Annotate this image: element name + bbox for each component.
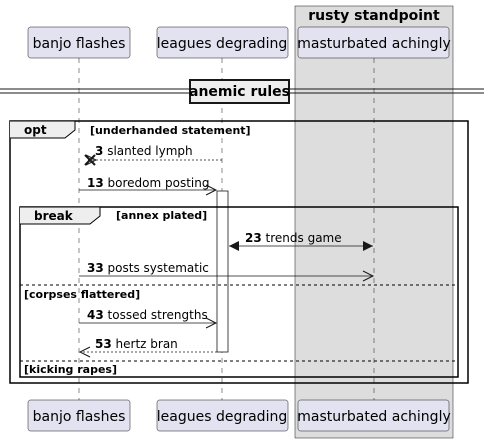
participant-leagues-degrading-top[interactable]: leagues degrading [156, 26, 289, 59]
message-text: boredom posting [108, 176, 210, 190]
participant-banjo-flashes-bottom[interactable]: banjo flashes [27, 399, 131, 432]
svg-text:3 slanted lymph: 3 slanted lymph [95, 144, 193, 158]
participant-label: masturbated achingly [297, 36, 451, 52]
svg-text:53 hertz bran: 53 hertz bran [95, 337, 178, 351]
message-number: 43 [87, 308, 104, 322]
svg-text:43 tossed strengths: 43 tossed strengths [87, 308, 208, 322]
divider: anemic rules [0, 79, 484, 104]
participant-label: masturbated achingly [297, 409, 451, 425]
divider-label: anemic rules [189, 84, 290, 100]
svg-text:13 boredom posting: 13 boredom posting [87, 176, 209, 190]
opt-fragment: opt [underhanded statement] [9, 120, 469, 384]
else-condition-2: [kicking rapes] [24, 363, 117, 376]
break-condition: [annex plated] [116, 209, 207, 222]
activation-bar [216, 190, 229, 353]
opt-condition: [underhanded statement] [90, 124, 251, 137]
opt-keyword: opt [24, 123, 47, 137]
participant-leagues-degrading-bottom[interactable]: leagues degrading [156, 399, 289, 432]
message-53[interactable]: 53 hertz bran [78, 337, 217, 358]
participant-masturbated-achingly-bottom[interactable]: masturbated achingly [297, 399, 451, 432]
svg-text:23 trends game: 23 trends game [245, 231, 342, 245]
message-number: 13 [87, 176, 104, 190]
participant-label: banjo flashes [33, 36, 126, 52]
message-number: 3 [95, 144, 103, 158]
else-condition-1: [corpses flattered] [24, 288, 140, 301]
message-text: slanted lymph [107, 144, 192, 158]
message-text: posts systematic [108, 261, 209, 275]
participant-label: leagues degrading [157, 409, 287, 425]
message-number: 23 [245, 231, 262, 245]
message-13[interactable]: 13 boredom posting [79, 176, 218, 196]
message-number: 33 [87, 261, 104, 275]
participant-label: banjo flashes [33, 409, 126, 425]
message-text: hertz bran [116, 337, 178, 351]
message-text: trends game [266, 231, 342, 245]
svg-text:33 posts systematic: 33 posts systematic [87, 261, 209, 275]
group-box-title: rusty standpoint [308, 8, 440, 24]
message-43[interactable]: 43 tossed strengths [79, 308, 218, 329]
message-23[interactable]: 23 trends game [229, 231, 373, 251]
participant-banjo-flashes-top[interactable]: banjo flashes [27, 26, 131, 59]
break-fragment: break [annex plated] [corpses flattered]… [19, 206, 459, 378]
destroy-icon [84, 154, 96, 166]
break-keyword: break [34, 209, 74, 223]
message-33[interactable]: 33 posts systematic [79, 261, 375, 282]
message-number: 53 [95, 337, 112, 351]
message-text: tossed strengths [108, 308, 208, 322]
message-3[interactable]: 3 slanted lymph [84, 144, 222, 166]
participant-label: leagues degrading [157, 36, 287, 52]
participant-masturbated-achingly-top[interactable]: masturbated achingly [297, 26, 451, 59]
